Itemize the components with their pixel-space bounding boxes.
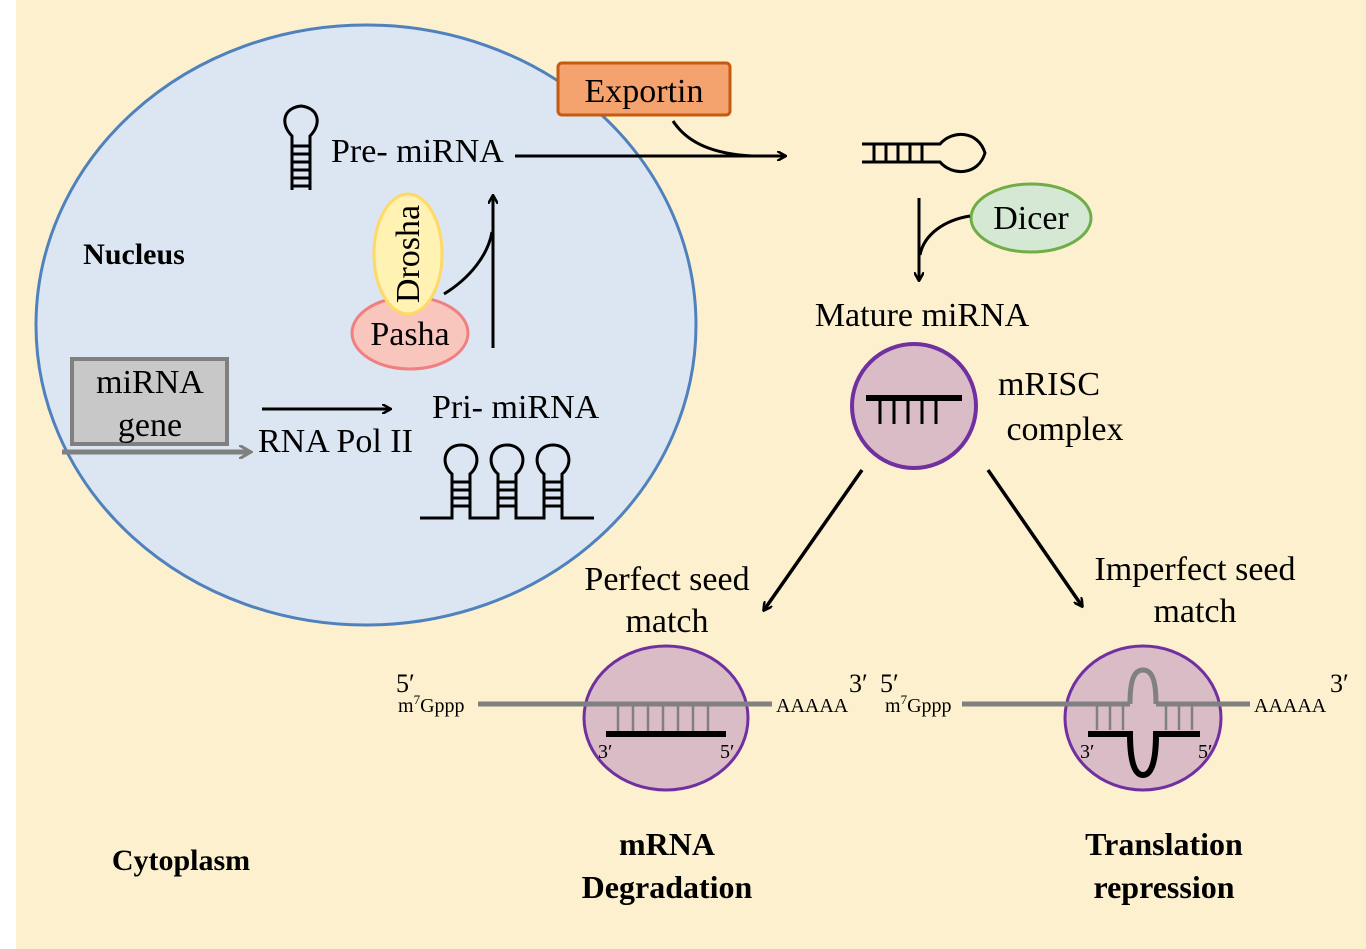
- mirna-gene-box: [70, 357, 229, 446]
- perfect-polya-label: AAAAA: [776, 695, 849, 717]
- imperfect-mirna-strand: [1088, 731, 1200, 779]
- drosha-curve-arrow: [443, 231, 494, 296]
- rna-pol-label: RNA Pol II: [258, 423, 413, 460]
- exportin-curve-arrow: [671, 120, 753, 158]
- nucleus-label: Nucleus: [83, 238, 185, 271]
- drosha-label: Drosha: [390, 205, 427, 303]
- mirna-gene-label-line2: gene: [118, 407, 182, 444]
- imperfect-mirna-5prime: 5′: [1198, 741, 1212, 763]
- exportin-box: [556, 61, 732, 117]
- imperfect-match-line2: match: [1153, 593, 1236, 630]
- imperfect-mrna-3prime: 3′: [1330, 669, 1349, 698]
- perfect-match-line1: Perfect seed: [584, 561, 749, 598]
- imperfect-branch-arrow: [986, 469, 1082, 606]
- perfect-mrna-5prime: 5′: [396, 669, 415, 698]
- pre-mirna-label: Pre- miRNA: [331, 133, 504, 170]
- dicer-label: Dicer: [993, 200, 1069, 237]
- imperfect-mrna-5prime: 5′: [880, 669, 899, 698]
- mrisc-label-line2: complex: [1006, 411, 1123, 448]
- perfect-base-pairs: [616, 706, 710, 731]
- mrisc-mirna-strand-icon: [866, 395, 962, 424]
- imperfect-match-line1: Imperfect seed: [1094, 551, 1295, 588]
- mature-mirna-label: Mature miRNA: [815, 297, 1030, 334]
- perfect-match-line2: match: [625, 603, 708, 640]
- perfect-mirna-3prime: 3′: [598, 741, 612, 763]
- repression-label-line2: repression: [1093, 869, 1234, 905]
- exportin-label: Exportin: [585, 73, 704, 110]
- dicer-ellipse: [969, 182, 1093, 254]
- perfect-mirna-5prime: 5′: [720, 741, 734, 763]
- drosha-ellipse: [372, 192, 444, 316]
- degradation-label-line1: mRNA: [619, 826, 715, 862]
- imperfect-polya-label: AAAAA: [1254, 695, 1327, 717]
- cytoplasm-label: Cytoplasm: [112, 844, 250, 877]
- mirna-gene-label-line1: miRNA: [96, 364, 204, 401]
- perfect-risc-ellipse: [582, 644, 750, 792]
- imperfect-cap-label: m7Gppp: [885, 692, 952, 717]
- perfect-mrna-3prime: 3′: [849, 669, 868, 698]
- imperfect-risc-ellipse: [1063, 644, 1223, 792]
- degradation-label-line2: Degradation: [582, 869, 753, 905]
- imperfect-base-pairs: [1095, 706, 1194, 730]
- cytoplasm-hairpin-icon: [862, 132, 987, 174]
- mrisc-label-line1: mRISC: [998, 366, 1100, 403]
- mrisc-circle: [850, 342, 978, 470]
- perfect-cap-label: m7Gppp: [398, 692, 465, 717]
- dicer-curve-arrow: [918, 214, 971, 256]
- pre-mirna-hairpin-icon: [283, 104, 319, 190]
- imperfect-mrna-bulge: [1127, 667, 1159, 705]
- perfect-branch-arrow: [764, 468, 864, 610]
- pasha-label: Pasha: [370, 316, 449, 353]
- pri-mirna-hairpins-icon: [420, 443, 594, 520]
- repression-label-line1: Translation: [1085, 826, 1243, 862]
- pri-mirna-label: Pri- miRNA: [432, 389, 600, 426]
- imperfect-mirna-3prime: 3′: [1080, 741, 1094, 763]
